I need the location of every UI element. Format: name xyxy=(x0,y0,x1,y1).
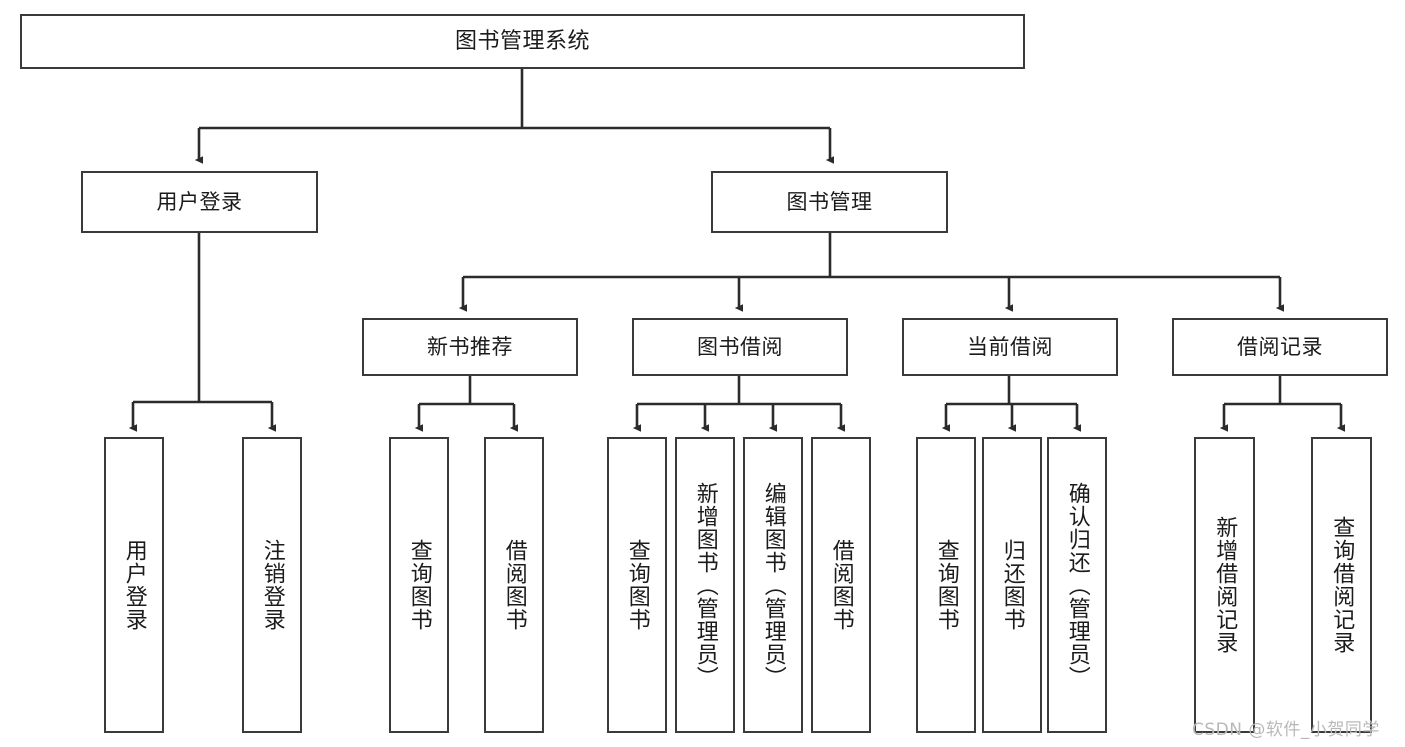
leaf-borrow-query-book-label: 查询图书 xyxy=(624,539,650,631)
node-book-borrow-label: 图书借阅 xyxy=(697,334,783,359)
leaf-user-login-signout-label: 注销登录 xyxy=(259,539,285,631)
leaf-borrow-query-book[interactable]: 查询图书 xyxy=(607,437,667,733)
node-user-login-label: 用户登录 xyxy=(156,189,243,214)
leaf-borrow-edit-book-admin-label: 编辑图书（管理员） xyxy=(760,481,786,689)
node-book-management[interactable]: 图书管理 xyxy=(711,171,948,233)
leaf-current-return-book-label: 归还图书 xyxy=(999,539,1025,631)
leaf-current-return-book[interactable]: 归还图书 xyxy=(982,437,1042,733)
leaf-recommend-query-book[interactable]: 查询图书 xyxy=(389,437,449,733)
node-root-system-label: 图书管理系统 xyxy=(454,28,590,54)
leaf-record-add-record[interactable]: 新增借阅记录 xyxy=(1194,437,1255,733)
node-book-management-label: 图书管理 xyxy=(786,189,873,214)
leaf-current-query-book-label: 查询图书 xyxy=(933,539,959,631)
leaf-recommend-borrow-book[interactable]: 借阅图书 xyxy=(484,437,544,733)
node-new-book-recommend-label: 新书推荐 xyxy=(427,334,513,359)
leaf-user-login-signout[interactable]: 注销登录 xyxy=(242,437,302,733)
leaf-current-confirm-return-admin[interactable]: 确认归还（管理员） xyxy=(1047,437,1107,733)
leaf-recommend-query-book-label: 查询图书 xyxy=(406,539,432,631)
leaf-borrow-edit-book-admin[interactable]: 编辑图书（管理员） xyxy=(743,437,803,733)
node-book-borrow[interactable]: 图书借阅 xyxy=(632,318,848,376)
leaf-borrow-add-book-admin-label: 新增图书（管理员） xyxy=(692,481,718,689)
leaf-borrow-add-book-admin[interactable]: 新增图书（管理员） xyxy=(675,437,735,733)
leaf-current-confirm-return-admin-label: 确认归还（管理员） xyxy=(1064,481,1090,689)
leaf-borrow-borrow-book-label: 借阅图书 xyxy=(828,539,854,631)
leaf-user-login-signin[interactable]: 用户登录 xyxy=(104,437,164,733)
leaf-user-login-signin-label: 用户登录 xyxy=(121,539,147,631)
node-root-system[interactable]: 图书管理系统 xyxy=(20,14,1025,69)
node-borrow-record-label: 借阅记录 xyxy=(1237,334,1323,359)
node-current-borrow[interactable]: 当前借阅 xyxy=(902,318,1118,376)
csdn-watermark: CSDN @软件_小贺同学 xyxy=(1192,720,1380,740)
leaf-record-query-record-label: 查询借阅记录 xyxy=(1329,516,1355,654)
leaf-borrow-borrow-book[interactable]: 借阅图书 xyxy=(811,437,871,733)
leaf-record-add-record-label: 新增借阅记录 xyxy=(1212,516,1238,654)
node-user-login[interactable]: 用户登录 xyxy=(81,171,318,233)
node-borrow-record[interactable]: 借阅记录 xyxy=(1172,318,1388,376)
node-new-book-recommend[interactable]: 新书推荐 xyxy=(362,318,578,376)
leaf-current-query-book[interactable]: 查询图书 xyxy=(916,437,976,733)
leaf-recommend-borrow-book-label: 借阅图书 xyxy=(501,539,527,631)
node-current-borrow-label: 当前借阅 xyxy=(967,334,1053,359)
leaf-record-query-record[interactable]: 查询借阅记录 xyxy=(1311,437,1372,733)
